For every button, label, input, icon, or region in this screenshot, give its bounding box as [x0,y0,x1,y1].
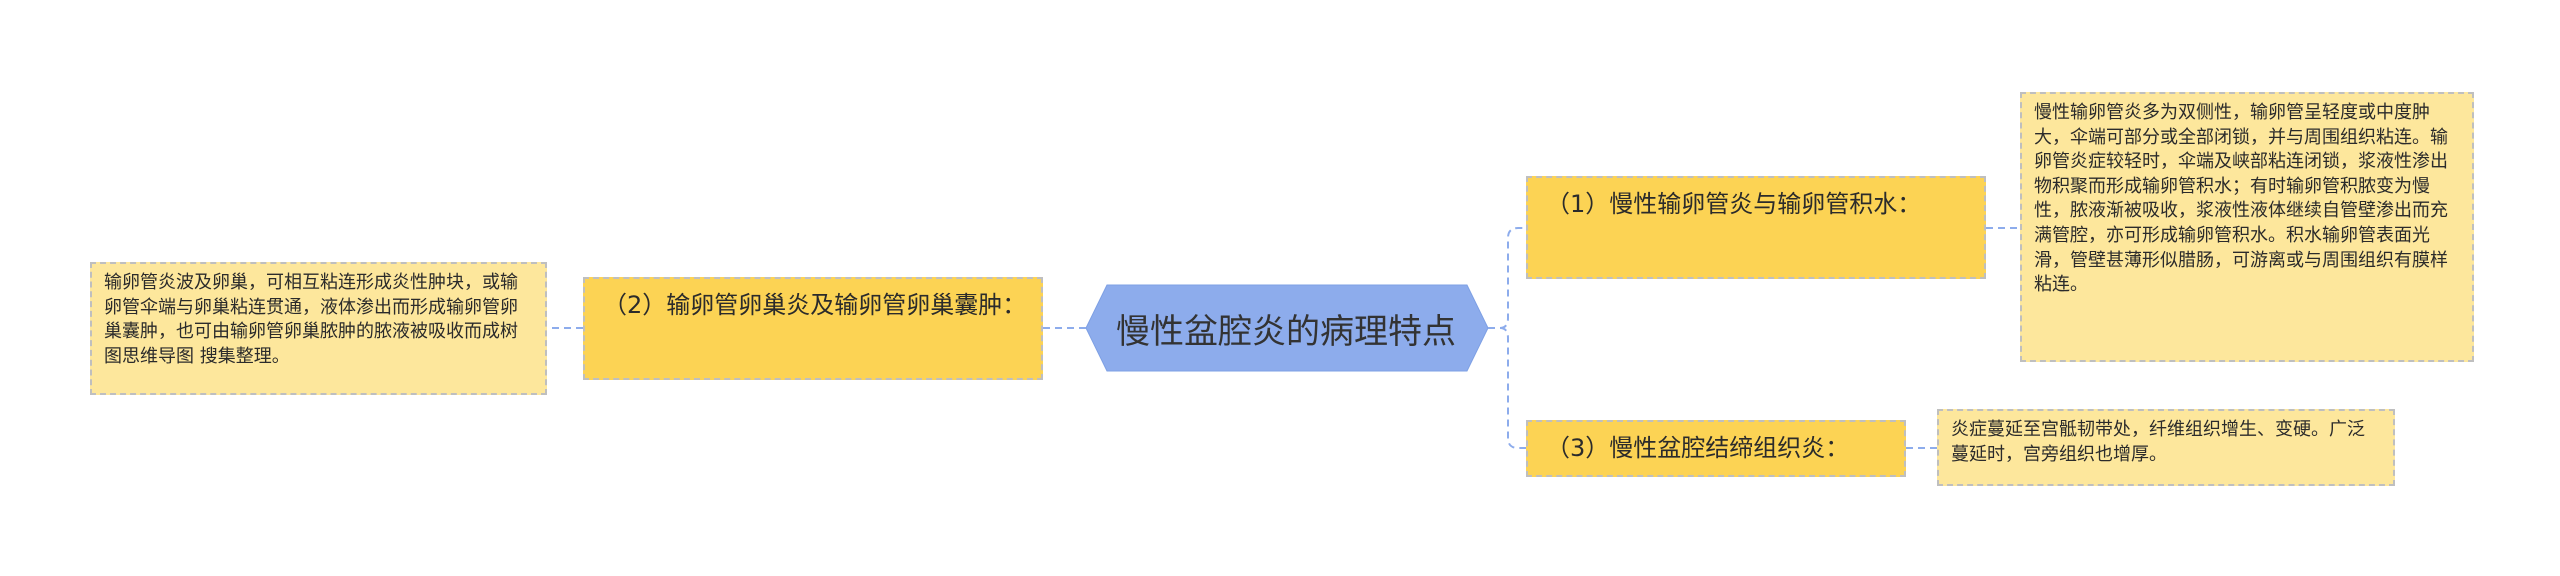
branch-topic-3[interactable]: （3）慢性盆腔结缔组织炎： [1526,420,1906,477]
leaf-detail-2[interactable]: 输卵管炎波及卵巢，可相互粘连形成炎性肿块，或输卵管伞端与卵巢粘连贯通，液体渗出而… [90,262,547,395]
branch-topic-2[interactable]: （2）输卵管卵巢炎及输卵管卵巢囊肿： [583,277,1043,380]
leaf-detail-3[interactable]: 炎症蔓延至宫骶韧带处，纤维组织增生、变硬。广泛蔓延时，宫旁组织也增厚。 [1937,409,2395,486]
connector-center-to-branch-1 [1488,227,1526,329]
branch-topic-1[interactable]: （1）慢性输卵管炎与输卵管积水： [1526,176,1986,279]
connector-center-to-branch-3 [1488,327,1526,449]
central-topic-label: 慢性盆腔炎的病理特点 [1116,311,1456,352]
leaf-detail-1[interactable]: 慢性输卵管炎多为双侧性，输卵管呈轻度或中度肿大，伞端可部分或全部闭锁，并与周围组… [2020,92,2474,362]
